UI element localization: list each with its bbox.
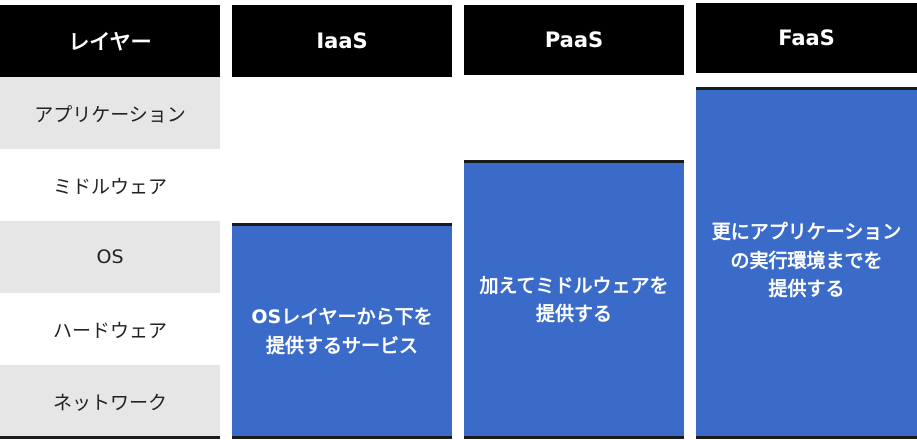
iaas-bar-top-line <box>232 223 452 226</box>
layer-label: OS <box>96 246 124 268</box>
layer-row-network: ネットワーク <box>0 365 220 437</box>
iaas-baseline <box>232 436 452 439</box>
layer-label: ハードウェア <box>52 319 167 342</box>
layer-row-hardware: ハードウェア <box>0 293 220 365</box>
faas-bar-top-line <box>696 87 917 90</box>
layer-label: アプリケーション <box>34 103 186 126</box>
iaas-bar: OSレイヤーから下を 提供するサービス <box>232 226 452 437</box>
paas-bar-text: 加えてミドルウェアを 提供する <box>479 274 669 326</box>
layer-row-middleware: ミドルウェア <box>0 149 220 221</box>
header-layer: レイヤー <box>0 5 220 77</box>
header-layer-label: レイヤー <box>68 30 152 54</box>
header-paas-label: PaaS <box>544 28 604 52</box>
paas-baseline <box>464 436 684 439</box>
paas-bar-top-line <box>464 160 684 163</box>
layer-row-os: OS <box>0 221 220 293</box>
layer-label: ミドルウェア <box>52 175 167 198</box>
paas-bar: 加えてミドルウェアを 提供する <box>464 163 684 437</box>
layer-row-application: アプリケーション <box>0 77 220 149</box>
faas-bar: 更にアプリケーション の実行環境までを 提供する <box>696 90 917 437</box>
header-iaas-label: IaaS <box>316 29 368 53</box>
header-paas: PaaS <box>464 5 684 75</box>
faas-bar-text: 更にアプリケーション の実行環境までを 提供する <box>711 221 902 300</box>
header-faas: FaaS <box>696 3 917 73</box>
header-faas-label: FaaS <box>778 26 835 50</box>
header-iaas: IaaS <box>232 5 452 77</box>
layer-label: ネットワーク <box>52 391 167 414</box>
iaas-bar-text: OSレイヤーから下を 提供するサービス <box>251 306 433 357</box>
faas-baseline <box>696 436 917 439</box>
layer-column-baseline <box>0 436 220 439</box>
